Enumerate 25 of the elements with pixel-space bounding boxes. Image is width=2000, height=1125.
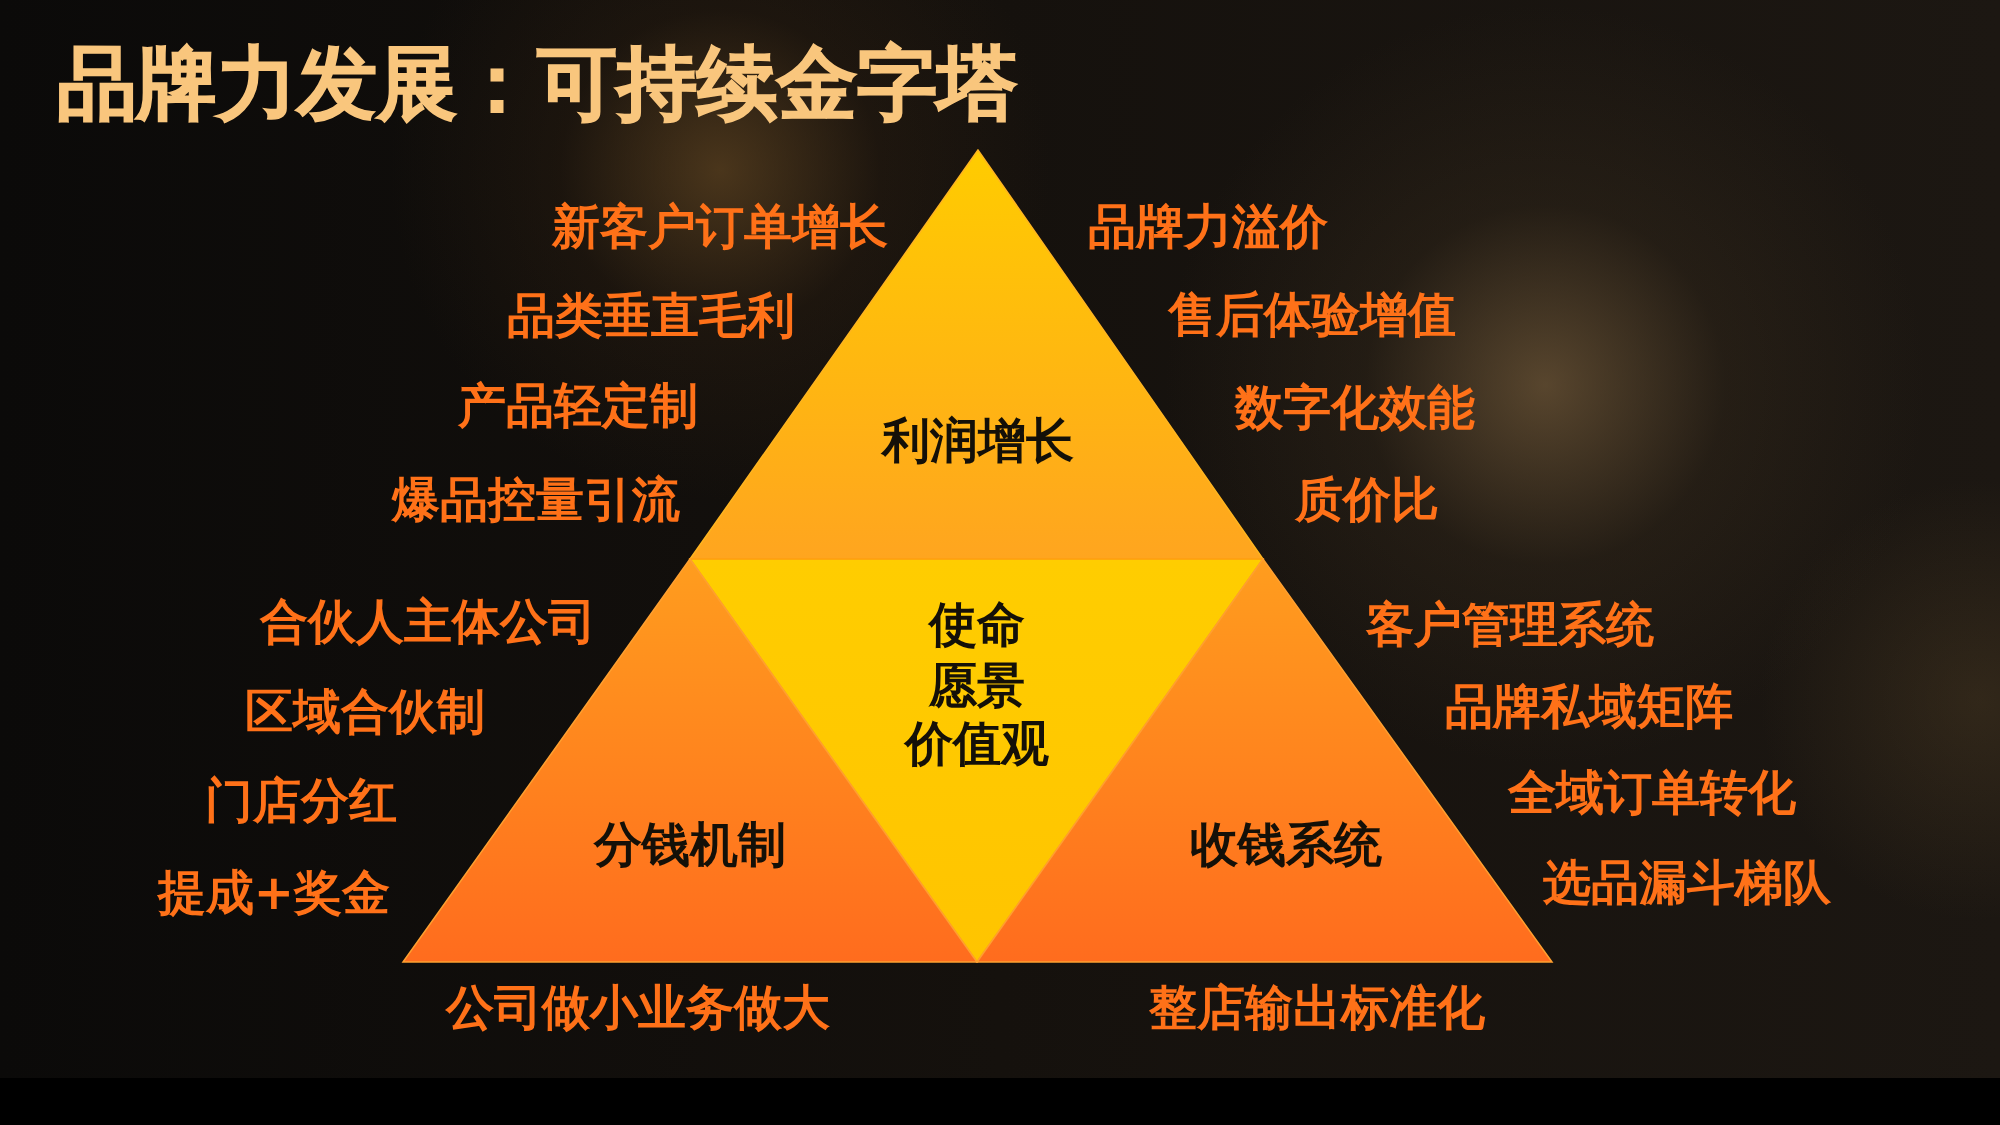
annotation-text: 公司做小业务做大 — [446, 980, 830, 1036]
annotation-text: 整店输出标准化 — [1149, 980, 1485, 1036]
annotation-text: 爆品控量引流 — [392, 472, 680, 528]
annotation-text: 品类垂直毛利 — [507, 288, 795, 344]
section-label: 分钱机制 — [594, 817, 786, 873]
annotation-text: 全域订单转化 — [1508, 765, 1796, 821]
section-label: 愿景 — [929, 658, 1025, 714]
section-label: 价值观 — [905, 716, 1049, 772]
annotation-text: 区域合伙制 — [245, 684, 485, 740]
section-label: 利润增长 — [882, 413, 1074, 469]
annotation-text: 售后体验增值 — [1168, 287, 1456, 343]
annotation-text: 合伙人主体公司 — [260, 594, 596, 650]
annotation-text: 新客户订单增长 — [552, 199, 888, 255]
title-heading: 品牌力发展：可持续金字塔 — [57, 38, 1017, 130]
annotation-text: 选品漏斗梯队 — [1543, 855, 1831, 911]
annotation-text: 提成+奖金 — [157, 865, 390, 921]
annotation-text: 门店分红 — [205, 773, 397, 829]
annotation-text: 客户管理系统 — [1366, 597, 1654, 653]
section-label: 收钱系统 — [1190, 817, 1382, 873]
annotation-text: 品牌力溢价 — [1088, 199, 1328, 255]
annotation-text: 品牌私域矩阵 — [1445, 679, 1733, 735]
annotation-text: 数字化效能 — [1235, 380, 1475, 436]
annotation-text: 质价比 — [1295, 472, 1439, 528]
annotation-text: 产品轻定制 — [458, 378, 698, 434]
section-label: 使命 — [929, 597, 1025, 653]
